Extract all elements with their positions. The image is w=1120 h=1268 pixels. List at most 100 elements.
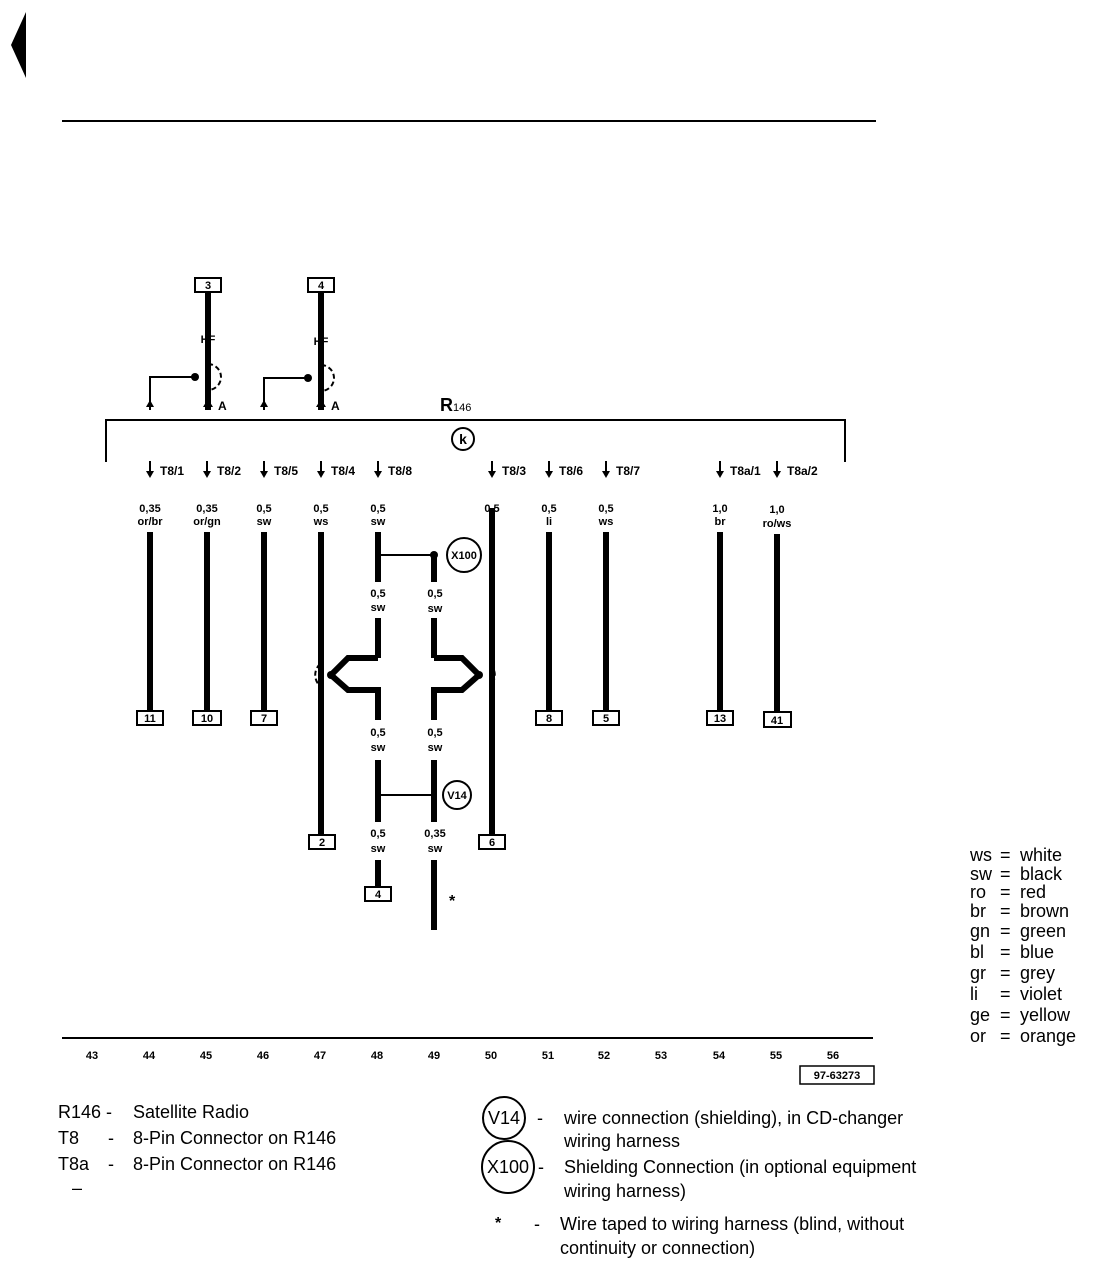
grid-number: 44 bbox=[143, 1050, 156, 1062]
wire-spec-size: 0,5 bbox=[256, 503, 271, 515]
top-box-3 bbox=[194, 277, 222, 293]
svg-text:gr=grey: gr=grey bbox=[970, 963, 1055, 983]
ground-symbol-label: k bbox=[459, 431, 467, 447]
color-name: grey bbox=[1020, 963, 1055, 983]
wire-spec-color: or/br bbox=[137, 516, 163, 528]
wire-spec-size: 0,5 bbox=[427, 727, 442, 739]
wire-spec-size: 0,35 bbox=[196, 503, 217, 515]
wire-spec-color: sw bbox=[257, 516, 272, 528]
grid-number: 50 bbox=[485, 1050, 497, 1062]
color-code: ws bbox=[969, 845, 992, 865]
color-code: ge bbox=[970, 1005, 990, 1025]
legend-text: wiring harness bbox=[563, 1131, 680, 1151]
box-label: 2 bbox=[319, 837, 325, 849]
legend-symbol-label: V14 bbox=[488, 1108, 520, 1128]
box bbox=[478, 834, 506, 850]
pin-label: T8a/2 bbox=[787, 464, 818, 478]
pin-label: T8/1 bbox=[160, 464, 184, 478]
box bbox=[535, 710, 563, 726]
wire-spec-color: sw bbox=[371, 602, 386, 614]
wire-spec-size: 0,5 bbox=[370, 727, 385, 739]
box-label: 41 bbox=[771, 715, 783, 727]
wire-spec-size: 0,35 bbox=[139, 503, 160, 515]
wire-spec-color: br bbox=[715, 516, 727, 528]
junction-dot bbox=[475, 671, 483, 679]
wire-spec-size: 0,5 bbox=[598, 503, 613, 515]
top-box-4-label: 4 bbox=[318, 280, 325, 292]
color-code: br bbox=[970, 901, 986, 921]
grid-number: 49 bbox=[428, 1050, 440, 1062]
figure-id: 97-63273 bbox=[814, 1070, 861, 1082]
wire-spec-color: ws bbox=[313, 516, 329, 528]
color-name: orange bbox=[1020, 1026, 1076, 1046]
svg-text:ws=white: ws=white bbox=[969, 845, 1062, 865]
grid-number: 52 bbox=[598, 1050, 610, 1062]
pin-label: T8/5 bbox=[274, 464, 298, 478]
color-code: ro bbox=[970, 882, 986, 902]
color-name: brown bbox=[1020, 901, 1069, 921]
legend-text: wire connection (shielding), in CD-chang… bbox=[563, 1108, 903, 1128]
hf-shield-lead-2 bbox=[263, 377, 308, 410]
wire-spec-color: ws bbox=[598, 516, 614, 528]
legend-text: Shielding Connection (in optional equipm… bbox=[564, 1157, 916, 1177]
legend-text: 8-Pin Connector on R146 bbox=[133, 1154, 336, 1174]
pin-label: T8/8 bbox=[388, 464, 412, 478]
junction-dot bbox=[430, 551, 438, 559]
shield-circle-right bbox=[489, 663, 496, 687]
shield-arrow-icon-2 bbox=[260, 400, 268, 407]
hf-arrow-icon-1 bbox=[203, 399, 213, 407]
svg-text:gn=green: gn=green bbox=[970, 921, 1066, 941]
v14-legend-symbol bbox=[482, 1096, 526, 1140]
wire-spec-color: sw bbox=[428, 603, 443, 615]
wire-spec-size: 0,5 bbox=[541, 503, 556, 515]
grid-number: 56 bbox=[827, 1050, 839, 1062]
shield-circle-left bbox=[314, 663, 321, 687]
shield-arrow-icon-1 bbox=[146, 400, 154, 407]
pin-label: T8/2 bbox=[217, 464, 241, 478]
legend-symbol-label: * bbox=[495, 1215, 502, 1232]
wire-spec-color: or/gn bbox=[193, 516, 221, 528]
box bbox=[706, 710, 734, 726]
v14-symbol bbox=[442, 780, 472, 810]
color-key: ws=white sw=black ro=red br=brown gn=gre… bbox=[969, 845, 1076, 1046]
figure-id-box bbox=[799, 1065, 875, 1085]
wire-spec-color: sw bbox=[428, 843, 443, 855]
svg-text:ge=yellow: ge=yellow bbox=[970, 1005, 1071, 1025]
grid-number: 48 bbox=[371, 1050, 383, 1062]
wire-spec-size: 1,0 bbox=[769, 504, 784, 516]
x100-label: X100 bbox=[451, 550, 477, 562]
shield-wire-left-bend-top bbox=[328, 655, 378, 678]
wire-spec-color: sw bbox=[371, 742, 386, 754]
color-name: white bbox=[1019, 845, 1062, 865]
wire-spec-color: li bbox=[546, 516, 552, 528]
v14-label: V14 bbox=[447, 790, 467, 802]
legend-right: V14 - wire connection (shielding), in CD… bbox=[481, 1096, 916, 1258]
legend-symbol-label: X100 bbox=[487, 1157, 529, 1177]
page-back-arrow-icon[interactable] bbox=[11, 12, 26, 78]
top-box-4 bbox=[307, 277, 335, 293]
svg-text:br=brown: br=brown bbox=[970, 901, 1069, 921]
box-label: 10 bbox=[201, 713, 213, 725]
junction-dot bbox=[375, 792, 381, 798]
pin-arrow-icon bbox=[545, 471, 553, 478]
wire-spec-color: sw bbox=[371, 843, 386, 855]
hf-shield-1 bbox=[207, 363, 222, 391]
color-name: black bbox=[1020, 864, 1063, 884]
grid-number: 51 bbox=[542, 1050, 554, 1062]
wire-spec-size: 0,5 bbox=[370, 503, 385, 515]
svg-text:sw=black: sw=black bbox=[970, 864, 1063, 884]
pin-label: T8/3 bbox=[502, 464, 526, 478]
pin-arrow-icon bbox=[317, 471, 325, 478]
wire-spec-size: 0,35 bbox=[424, 828, 445, 840]
box-label: 13 bbox=[714, 713, 726, 725]
x100-legend-symbol bbox=[481, 1140, 535, 1194]
bottom-boxes: 11 10 7 8 5 13 41 2 6 4 bbox=[136, 710, 792, 902]
grid-numbers: 43 44 45 46 47 48 49 50 51 52 53 54 55 5… bbox=[86, 1050, 839, 1062]
legend-text: wiring harness) bbox=[563, 1181, 686, 1201]
color-code: li bbox=[970, 984, 978, 1004]
grid-number: 45 bbox=[200, 1050, 212, 1062]
color-code: bl bbox=[970, 942, 984, 962]
legend-dash: - bbox=[534, 1214, 540, 1234]
shield-wire-right-bend-bot bbox=[431, 672, 481, 720]
wire-spec-size: 0,5 bbox=[370, 828, 385, 840]
